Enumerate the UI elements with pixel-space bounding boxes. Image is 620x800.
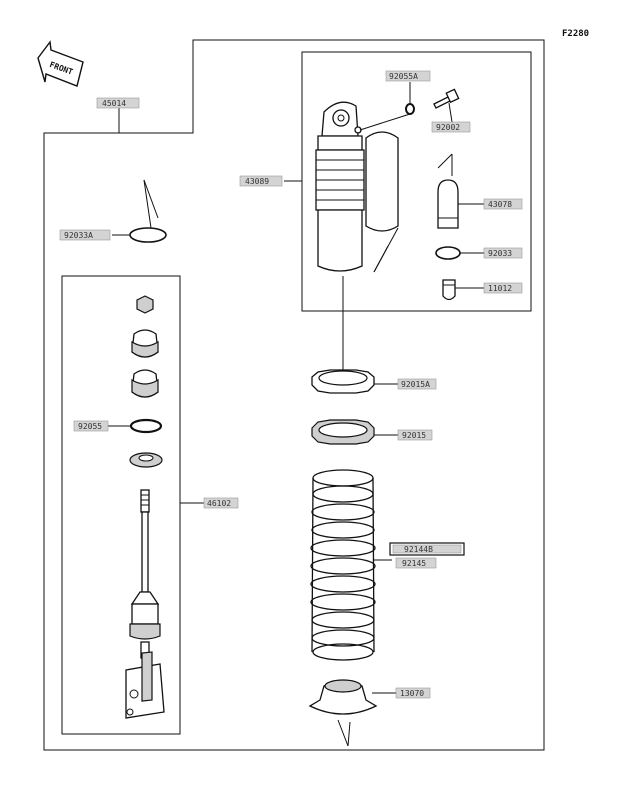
label-92033A: 92033A	[59, 229, 111, 241]
shock-body-43089	[315, 101, 399, 273]
svg-text:43089: 43089	[245, 177, 269, 186]
svg-text:92144B: 92144B	[404, 545, 433, 554]
svg-text:92015: 92015	[402, 431, 426, 440]
cap-11012	[442, 279, 456, 301]
spring-seat-13070	[308, 679, 378, 715]
label-92015: 92015	[397, 429, 433, 441]
bladder-43078	[437, 179, 459, 229]
circlip-92033A	[129, 227, 167, 243]
o-ring-92055	[129, 418, 163, 434]
svg-text:46102: 46102	[207, 499, 231, 508]
label-46102: 46102	[203, 497, 239, 509]
label-45014: 45014	[96, 97, 140, 109]
svg-text:92015A: 92015A	[401, 380, 430, 389]
label-92144B: 92144B	[389, 542, 465, 556]
label-43078: 43078	[483, 198, 523, 210]
svg-text:11012: 11012	[488, 284, 512, 293]
spring-nut-92015A	[311, 369, 375, 394]
label-13070: 13070	[395, 687, 431, 699]
label-92055: 92055	[73, 420, 109, 432]
label-43089: 43089	[239, 175, 283, 187]
svg-text:92145: 92145	[402, 559, 426, 568]
rubber-bushing-lower	[131, 369, 159, 398]
svg-text:92033A: 92033A	[64, 231, 93, 240]
figure-code: F2280	[562, 29, 589, 39]
front-arrow-icon: FRONT	[37, 40, 84, 87]
svg-text:92033: 92033	[488, 249, 512, 258]
coil-spring	[310, 469, 376, 661]
svg-text:92055A: 92055A	[389, 72, 418, 81]
rod-collar	[129, 452, 163, 468]
damper-rod	[129, 489, 161, 659]
svg-text:45014: 45014	[102, 99, 126, 108]
rubber-bushing-upper	[131, 329, 159, 358]
svg-text:92002: 92002	[436, 123, 460, 132]
label-92002: 92002	[431, 121, 471, 133]
label-11012: 11012	[483, 282, 523, 294]
bolt-92002	[433, 88, 460, 109]
label-92015A: 92015A	[397, 378, 437, 390]
circlip-92033	[435, 246, 461, 260]
label-92033: 92033	[483, 247, 523, 259]
clevis	[125, 651, 165, 719]
spring-nut-92015	[311, 419, 375, 445]
svg-text:13070: 13070	[400, 689, 424, 698]
assembly-border	[43, 39, 545, 751]
nut	[136, 295, 154, 314]
svg-text:43078: 43078	[488, 200, 512, 209]
o-ring-92055A	[405, 103, 415, 115]
label-92055A: 92055A	[385, 70, 431, 82]
svg-text:92055: 92055	[78, 422, 102, 431]
damper-rod-group-box	[61, 275, 181, 735]
label-92145: 92145	[395, 557, 437, 569]
